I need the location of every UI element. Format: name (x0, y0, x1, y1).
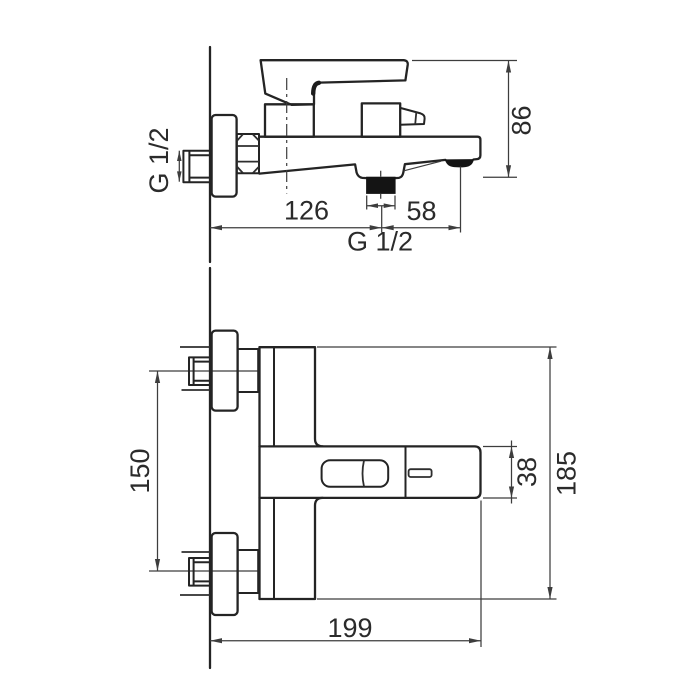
wall-flange (210, 113, 238, 198)
thread-label-outlet: G 1/2 (347, 227, 413, 257)
dim-126-label: 126 (284, 196, 329, 226)
dim-38-label: 38 (512, 457, 542, 487)
handle-pivot (311, 80, 322, 96)
plan-view: 150 38 185 199 (125, 266, 582, 670)
dim-thread-outlet: G 1/2 (347, 195, 413, 257)
lever-top-view (320, 459, 390, 488)
dim-38: 38 (483, 440, 542, 504)
inlet-top (149, 329, 260, 412)
diverter-knob (399, 106, 426, 126)
dim-150: 150 (125, 371, 161, 571)
diverter-knob-top-view (407, 468, 433, 478)
hex-connector (235, 133, 261, 175)
dim-thread-side: G 1/2 (144, 127, 182, 194)
body-top-edge (258, 135, 482, 161)
dim-58-label: 58 (406, 196, 436, 226)
shower-outlet (366, 170, 396, 199)
dim-86-label: 86 (507, 105, 537, 135)
body-plan (258, 346, 482, 601)
inlet-bottom (149, 531, 260, 617)
dim-185: 185 (317, 346, 582, 600)
aerator (444, 159, 475, 168)
lever-handle (259, 59, 409, 107)
dim-199-label: 199 (327, 613, 372, 643)
diverter (360, 102, 426, 138)
body-bottom-edge (258, 163, 368, 180)
dim-126-58: 126 58 (210, 166, 462, 233)
dim-86: 86 (412, 59, 537, 178)
dim-150-label: 150 (125, 448, 155, 493)
side-view: G 1/2 (144, 45, 537, 264)
inlet-connector (182, 149, 211, 184)
spout-crease (403, 160, 442, 172)
dim-199: 199 (210, 500, 482, 647)
spout-bottom-edge (393, 158, 447, 180)
thread-label-side: G 1/2 (144, 127, 174, 193)
dim-185-label: 185 (552, 451, 582, 496)
faucet-body (258, 135, 482, 180)
cartridge-housing (263, 103, 315, 138)
